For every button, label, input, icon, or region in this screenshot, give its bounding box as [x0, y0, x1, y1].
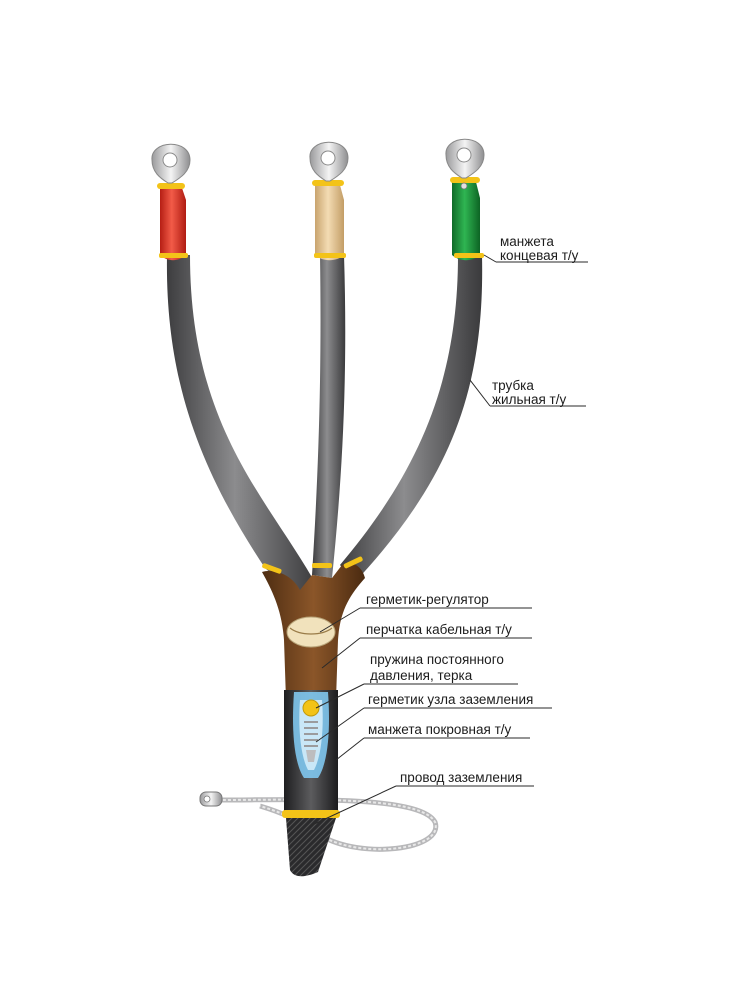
end-cuff-beige: [312, 180, 346, 261]
leader-ground-wire: [309, 785, 534, 827]
core-tube-left: [166, 255, 318, 600]
leader-cable-glove: [321, 637, 532, 669]
label-cuff-end: манжета концевая т/у: [500, 234, 579, 263]
label-ground-wire: провод заземления: [400, 770, 522, 785]
leader-spring: [315, 683, 518, 709]
core-tube-middle: [312, 255, 346, 578]
core-tube-right: [340, 255, 483, 582]
leader-sealant-regulator: [319, 607, 532, 633]
sealant-regulator: [286, 616, 336, 648]
label-sealant-regulator: герметик-регулятор: [366, 592, 489, 607]
label-cover-cuff: манжета покровная т/у: [368, 722, 511, 737]
leader-ground-sealant: [315, 707, 552, 743]
cable-lug-left: [151, 143, 191, 184]
leader-cover-cuff: [335, 737, 530, 761]
end-cuff-green: [450, 177, 484, 261]
constant-pressure-spring: [302, 699, 320, 762]
cable-sheath: [286, 818, 336, 877]
cable-lug-right: [445, 138, 485, 179]
leader-core-tube: [469, 379, 586, 407]
label-core-tube: трубка жильная т/у: [492, 378, 566, 407]
label-cable-glove: перчатка кабельная т/у: [366, 622, 512, 637]
end-cuff-red: [157, 183, 188, 261]
label-spring: пружина постоянного давления, терка: [370, 652, 508, 683]
leader-cuff-end: [483, 254, 588, 263]
label-ground-sealant: герметик узла заземления: [368, 692, 533, 707]
ground-wire-lug: [199, 791, 223, 807]
cable-lug-middle: [309, 141, 349, 182]
